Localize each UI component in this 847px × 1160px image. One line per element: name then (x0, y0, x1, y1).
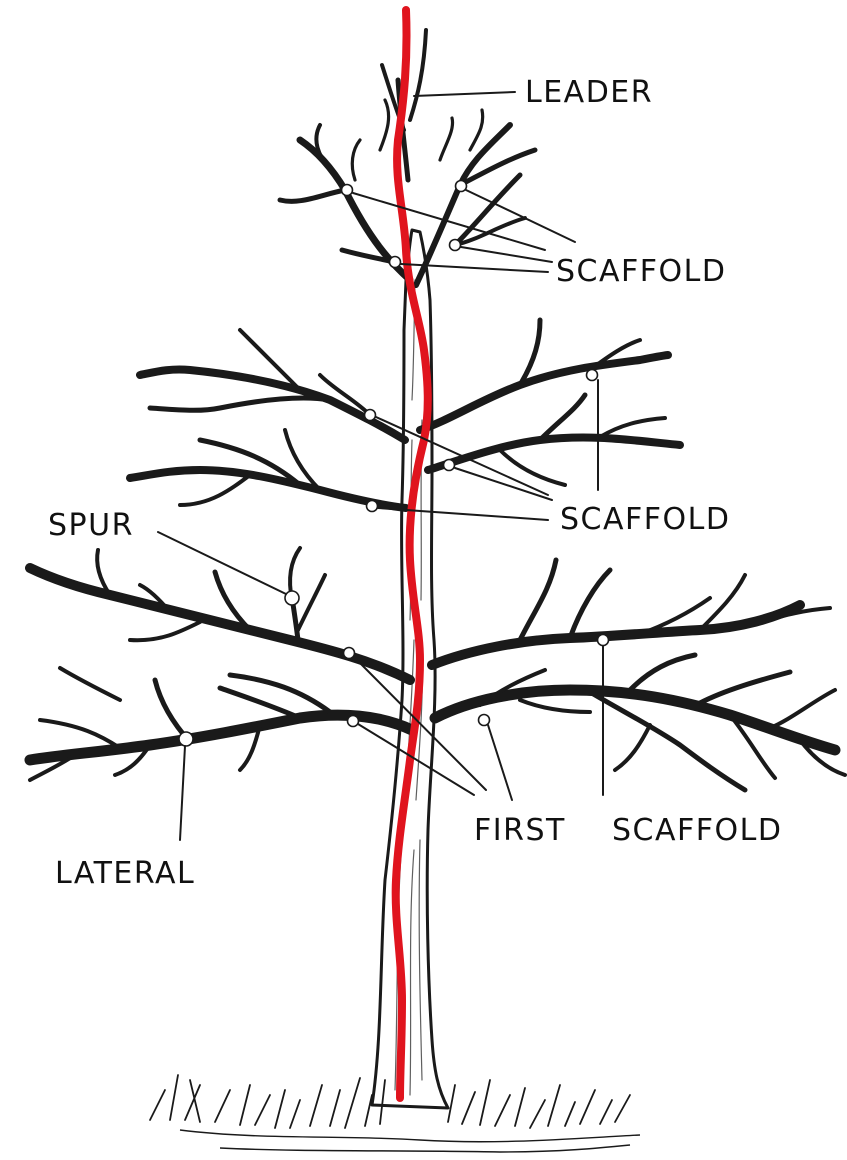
label-scaffold-middle: SCAFFOLD (560, 502, 730, 537)
node-spur (285, 591, 299, 605)
lateral-callout-line (180, 746, 185, 840)
node-middle-right-upper (587, 370, 598, 381)
node-middle-left-lower (367, 501, 378, 512)
label-spur: SPUR (48, 508, 134, 543)
label-leader: LEADER (525, 75, 653, 110)
node-first-left-lower (348, 716, 359, 727)
label-first: FIRST (474, 813, 566, 848)
scaffold-mid-line-3 (455, 468, 552, 500)
node-upper-low (390, 257, 401, 268)
node-upper-mid (450, 240, 461, 251)
node-first-right-upper (598, 635, 609, 646)
node-upper-right (456, 181, 467, 192)
node-lateral (179, 732, 193, 746)
node-upper-left (342, 185, 353, 196)
node-first-right-lower (479, 715, 490, 726)
node-middle-left (365, 410, 376, 421)
label-first-scaffold: SCAFFOLD (612, 813, 782, 848)
first-scaffold-branches (30, 548, 845, 790)
node-first-left-upper (344, 648, 355, 659)
label-lateral: LATERAL (55, 856, 195, 891)
label-scaffold-top: SCAFFOLD (556, 254, 726, 289)
scaffold-nodes (179, 181, 609, 747)
node-middle-right (444, 460, 455, 471)
leader-callout-line (414, 92, 515, 96)
first-callout-line-3 (488, 725, 512, 800)
scaffold-top-line-3 (461, 247, 552, 262)
